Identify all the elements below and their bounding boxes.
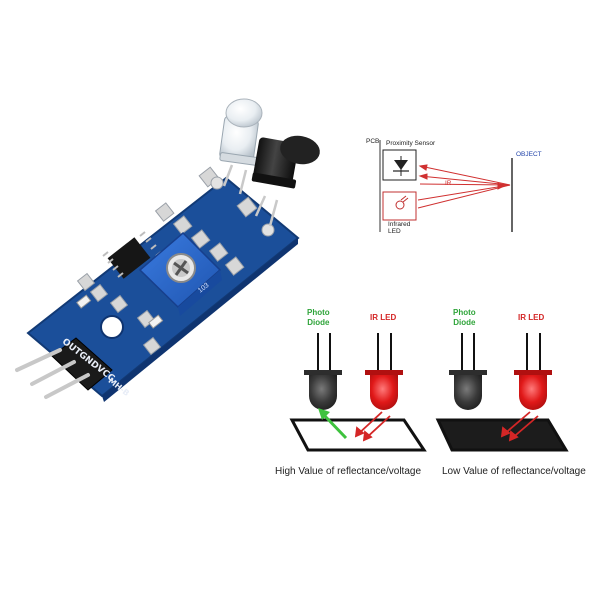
left-photo-diode-label-line1: Photo (307, 308, 330, 317)
pcb-label: PCB (366, 138, 380, 145)
right-photo-diode (449, 370, 487, 410)
left-ir-led-label: IR LED (370, 313, 397, 322)
low-reflectance-caption: Low Value of reflectance/voltage (442, 466, 586, 477)
status-led (148, 314, 164, 329)
infrared-led-box (382, 191, 417, 221)
ir-rays (417, 164, 511, 209)
infrared-led-label-line2: LED (388, 228, 401, 235)
right-emitted-rays (500, 411, 539, 442)
right-photo-diode-label-line2: Diode (453, 318, 476, 327)
right-photo-diode-label-line1: Photo (453, 308, 476, 317)
left-reflected-ray (318, 408, 348, 440)
left-photo-diode-label-line2: Diode (307, 318, 330, 327)
right-ir-led (514, 370, 552, 410)
left-photo-diode-label: Photo Diode (307, 308, 330, 328)
solder-pads (76, 166, 275, 356)
right-photo-diode-label: Photo Diode (453, 308, 476, 328)
object-label: OBJECT (516, 151, 542, 158)
right-ir-led-label: IR LED (518, 313, 545, 322)
infrared-led-label-line1: Infrared (388, 221, 411, 228)
left-ir-led (365, 370, 403, 410)
ir-emitter-led (219, 98, 263, 166)
high-reflectance-caption: High Value of reflectance/voltage (275, 466, 422, 477)
left-photo-diode (304, 370, 342, 410)
ir-receiver-led (251, 135, 320, 189)
potentiometer (138, 231, 222, 316)
ir-label: IR (445, 180, 452, 187)
infrared-led-label: Infrared LED (388, 221, 410, 235)
pin-header (15, 337, 113, 399)
high-reflectance-diagram (289, 333, 427, 452)
mounting-hole (100, 315, 124, 339)
power-led (76, 294, 92, 309)
left-emitted-rays (354, 411, 391, 442)
proximity-sensor-label: Proximity Sensor (386, 140, 436, 147)
low-reflectance-diagram (435, 333, 569, 452)
led-legs (222, 164, 279, 227)
